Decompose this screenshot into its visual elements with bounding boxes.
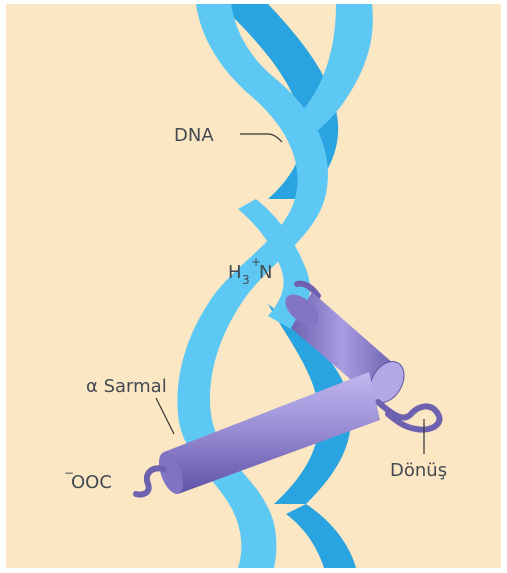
svg-text:3: 3 bbox=[242, 273, 250, 287]
diagram-canvas: DNA H 3 + N α Sarmal − OOC Dönüş bbox=[6, 4, 501, 568]
dna-binding-motif-figure: DNA H 3 + N α Sarmal − OOC Dönüş bbox=[6, 4, 501, 568]
svg-text:OOC: OOC bbox=[71, 472, 112, 493]
dna-label: DNA bbox=[174, 125, 214, 146]
turn-label: Dönüş bbox=[390, 460, 447, 481]
svg-text:N: N bbox=[259, 262, 272, 283]
svg-text:H: H bbox=[228, 262, 242, 283]
alpha-helix-label: α Sarmal bbox=[86, 376, 167, 397]
